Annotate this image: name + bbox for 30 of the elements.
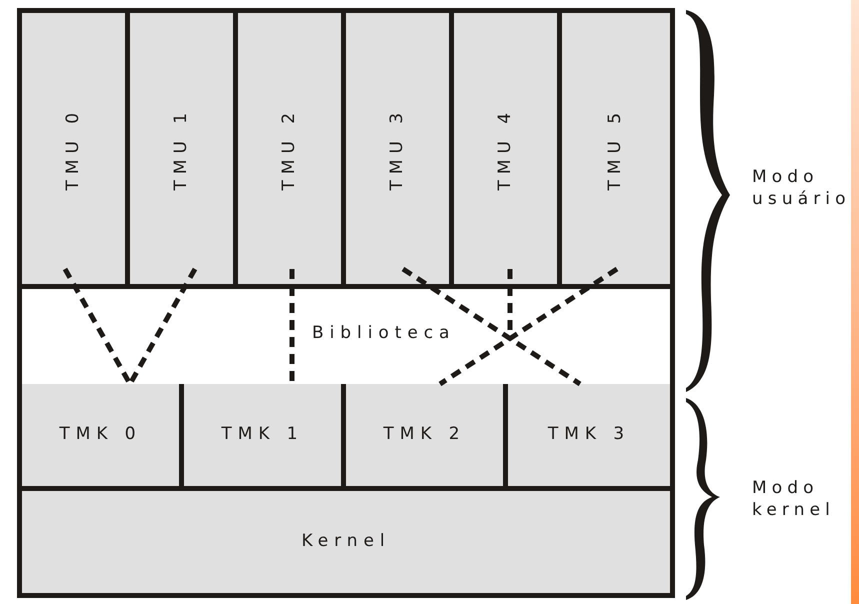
- thread-box: [22, 13, 130, 289]
- box-label: TMU 1: [170, 106, 192, 190]
- box-label: TMK 2: [383, 423, 466, 446]
- mode-label: Modo kernel: [752, 477, 836, 521]
- box-label: TMK 1: [221, 423, 304, 446]
- box-label: TMU 3: [386, 106, 408, 190]
- box-label: TMU 4: [494, 106, 516, 190]
- thread-box: [562, 13, 670, 289]
- thread-box: [22, 491, 670, 593]
- thread-box: [454, 13, 562, 289]
- box-label: TMU 2: [278, 106, 300, 190]
- box-label: TMK 3: [548, 423, 630, 446]
- library-label: Biblioteca: [312, 319, 456, 347]
- dashed-connector: [290, 269, 294, 384]
- box-label: TMK 0: [59, 423, 142, 446]
- box-label: Kernel: [301, 530, 391, 554]
- dashed-connector: [402, 266, 582, 386]
- thread-box: [22, 384, 184, 491]
- mode-label: Modo usuário: [752, 166, 852, 210]
- thread-box: [346, 13, 454, 289]
- dashed-connector: [438, 266, 618, 386]
- dashed-connector: [128, 268, 198, 386]
- thread-box: [238, 13, 346, 289]
- box-label: TMU 5: [604, 106, 626, 190]
- thread-box: [346, 384, 508, 491]
- dashed-connector: [62, 268, 132, 386]
- thread-box: [508, 384, 670, 491]
- thread-box: [184, 384, 346, 491]
- box-label: TMU 0: [62, 106, 84, 190]
- thread-box: [130, 13, 238, 289]
